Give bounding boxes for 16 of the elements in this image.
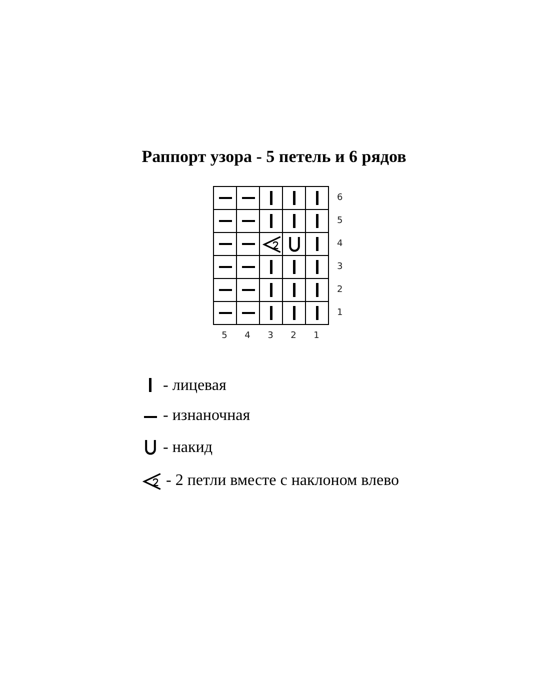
legend-label: - изнаночная — [163, 406, 250, 426]
column-number: 2 — [290, 331, 298, 342]
legend-label: - 2 петли вместе с наклоном влево — [166, 471, 400, 491]
column-number: 5 — [220, 331, 228, 342]
column-number: 1 — [312, 331, 320, 342]
row-number: 3 — [337, 262, 343, 272]
chart-title: Раппорт узора - 5 петель и 6 рядов — [140, 147, 408, 167]
column-number: 3 — [266, 331, 274, 342]
row-number: 5 — [337, 216, 343, 226]
row-number: 1 — [337, 308, 343, 318]
row-number: 4 — [337, 238, 343, 250]
legend-label: - накид — [163, 438, 212, 458]
legend-label: - лицевая — [163, 376, 226, 396]
row-number: 6 — [337, 192, 343, 204]
column-number: 4 — [244, 331, 252, 342]
row-number: 2 — [337, 284, 343, 296]
